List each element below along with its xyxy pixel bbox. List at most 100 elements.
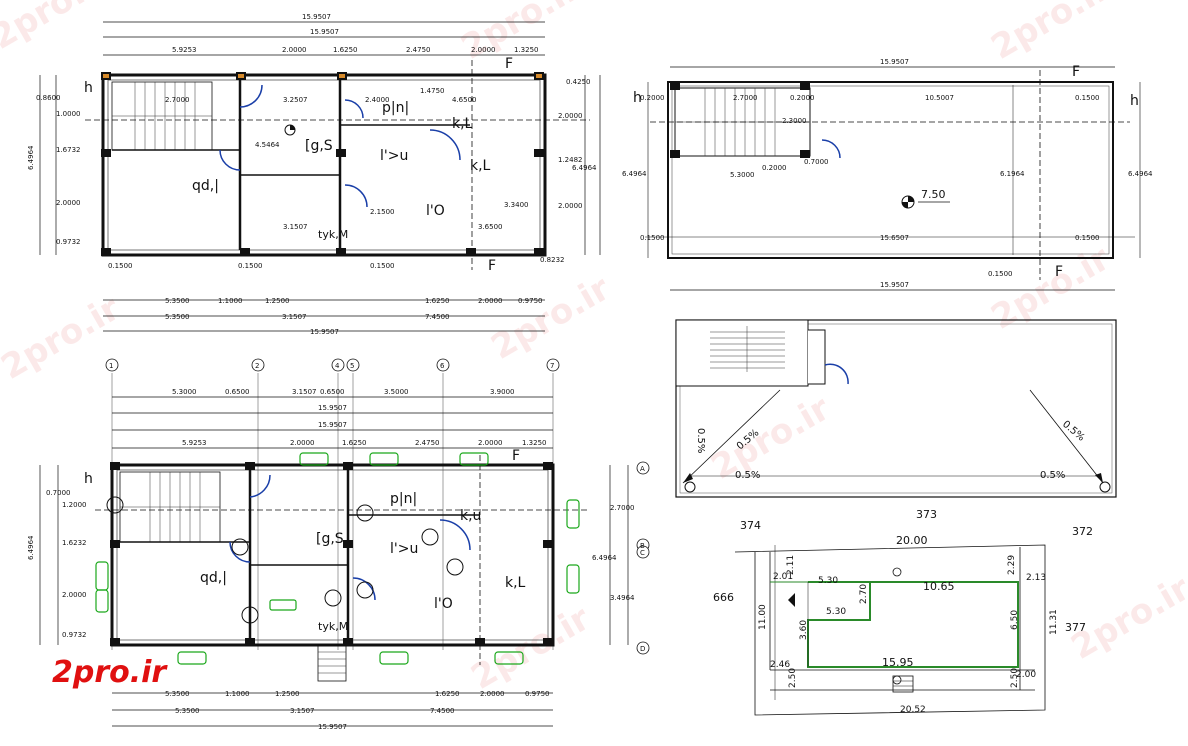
slope-label: 0.5% [735, 470, 760, 481]
dim-seg: 2.0000 [478, 439, 503, 447]
room-label: l'>u [390, 541, 418, 557]
dim-bottom: 0.1500 [1075, 234, 1100, 242]
watermark: 2pro.ir [465, 598, 597, 697]
dim-right: 3.4964 [610, 594, 635, 602]
dim-right: 1.2482 [558, 156, 583, 164]
dim-seg: 5.9253 [182, 439, 207, 447]
dim-seg: 3.1507 [290, 707, 315, 715]
site-dim: 20.52 [900, 705, 926, 715]
dim-seg: 1.6250 [425, 297, 450, 305]
dim-left-total: 6.4964 [27, 145, 35, 170]
grid-label: 7 [550, 362, 554, 370]
room-label: k,L [505, 575, 526, 591]
site-dim: 15.95 [882, 656, 914, 669]
site-dim: 2.50 [1010, 668, 1020, 688]
row-label: D [640, 645, 645, 653]
section-marker: h [84, 80, 93, 96]
dim-seg: 7.4500 [425, 313, 450, 321]
dim-inner: 3.3400 [504, 201, 529, 209]
dim-seg: 1.3250 [514, 46, 539, 54]
dim-overall: 15.9507 [880, 281, 909, 289]
site-plan: 374 373 372 666 377 20.00 10.65 5.30 5.3… [713, 508, 1093, 715]
dim-top: 0.2000 [790, 94, 815, 102]
axis-seg: 3.9000 [490, 388, 515, 396]
watermark: 2pro.ir [0, 288, 127, 387]
section-marker: F [505, 56, 513, 72]
dim-seg: 2.0000 [471, 46, 496, 54]
site-dim: 11.31 [1049, 609, 1059, 635]
dim-inner: 2.1500 [370, 208, 395, 216]
grid-label: 6 [440, 362, 445, 370]
dim-side: 6.4964 [622, 170, 647, 178]
axis-total: 15.9507 [318, 404, 347, 412]
dim-seg: 1.6250 [435, 690, 460, 698]
dim-inner: 3.1507 [283, 223, 308, 231]
dim-seg: 2.0000 [290, 439, 315, 447]
dim-small: 0.2000 [762, 164, 787, 172]
dim-overall: 15.9507 [318, 421, 347, 429]
neighbor-label: 374 [740, 519, 761, 532]
dim-small: 2.3000 [782, 117, 807, 125]
room-label: [g,S [305, 138, 333, 154]
dim-inner: 2.4000 [365, 96, 390, 104]
dim-seg: 1.2500 [265, 297, 290, 305]
axis-seg: 3.5000 [384, 388, 409, 396]
dim-inner: 4.6500 [452, 96, 477, 104]
room-label: p|n| [390, 491, 417, 507]
slope-label: 0.5% [1060, 419, 1087, 444]
section-marker: F [512, 448, 520, 464]
dim-total: 15.9507 [318, 723, 347, 731]
dim-right-total: 6.4964 [572, 164, 597, 172]
dim-inner: 0.1500 [370, 262, 395, 270]
section-marker: F [1055, 264, 1063, 280]
dim-overall: 15.9507 [310, 28, 339, 36]
section-marker: F [488, 258, 496, 274]
axis-seg: 5.3000 [172, 388, 197, 396]
site-dim: 2.29 [1007, 555, 1017, 575]
room-label: l'O [426, 203, 445, 219]
dim-right: 0.4250 [566, 78, 591, 86]
dim-total: 15.9507 [310, 328, 339, 336]
grid-label: 4 [335, 362, 340, 370]
room-label: k,u [460, 508, 481, 524]
dim-left: 0.9732 [56, 238, 81, 246]
dim-seg: 1.1000 [225, 690, 250, 698]
dim-left-total: 6.4964 [27, 535, 35, 560]
dim-right: 2.0000 [558, 112, 583, 120]
axis-seg: 3.1507 [292, 388, 317, 396]
site-dim: 6.50 [1010, 610, 1020, 630]
dim-small: 0.7000 [804, 158, 829, 166]
dim-inner: 2.7000 [165, 96, 190, 104]
roof-plan: 0.5% 0.5% 0.5% 0.5% 0.5% [676, 320, 1116, 497]
row-label: A [640, 465, 645, 473]
dim-inner: 4.5464 [255, 141, 280, 149]
brand-logo[interactable]: 2pro.ir [52, 655, 166, 690]
dim-small: 5.3000 [730, 171, 755, 179]
dim-seg: 1.6250 [342, 439, 367, 447]
dim-top: 10.5007 [925, 94, 954, 102]
axis-seg: 0.6500 [320, 388, 345, 396]
dim-seg: 3.1507 [282, 313, 307, 321]
dim-left: 1.0000 [56, 110, 81, 118]
section-marker: h [84, 471, 93, 487]
dim-side: 6.1964 [1000, 170, 1025, 178]
watermark: 2pro.ir [485, 268, 617, 367]
room-label: l'O [434, 596, 453, 612]
slope-label: 0.5% [695, 428, 706, 453]
site-dim: 5.30 [826, 607, 846, 617]
watermark: 2pro.ir [1065, 568, 1188, 667]
dim-seg: 1.6250 [333, 46, 358, 54]
site-dim: 20.00 [896, 534, 928, 547]
room-label: qd,| [192, 178, 219, 194]
watermarks: 2pro.ir 2pro.ir 2pro.ir 2pro.ir 2pro.ir … [0, 0, 1188, 698]
room-label: tyk,M [318, 228, 348, 241]
dim-seg: 1.1000 [218, 297, 243, 305]
neighbor-label: 372 [1072, 525, 1093, 538]
dim-inner: 0.1500 [238, 262, 263, 270]
dim-seg: 5.3500 [165, 297, 190, 305]
dim-right: 2.0000 [558, 202, 583, 210]
dim-left: 0.8600 [36, 94, 61, 102]
dim-inner: 3.6500 [478, 223, 503, 231]
